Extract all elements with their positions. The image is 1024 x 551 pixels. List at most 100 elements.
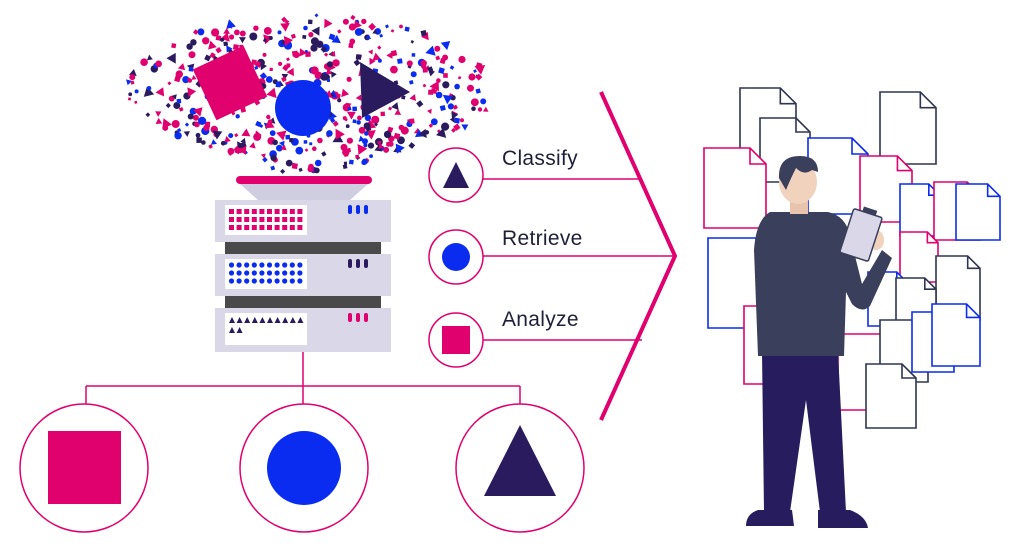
indicator-square — [267, 225, 272, 230]
confetti-triangle — [280, 23, 290, 32]
confetti-square — [290, 33, 296, 39]
confetti-dot — [371, 115, 380, 124]
indicator-square — [282, 217, 288, 222]
confetti-square — [255, 120, 262, 128]
confetti-square — [177, 128, 182, 133]
indicator-square — [289, 225, 295, 230]
confetti-triangle — [155, 117, 163, 124]
confetti-square — [355, 154, 360, 159]
status-led — [348, 205, 352, 214]
indicator-square — [229, 217, 234, 222]
indicator-square — [251, 225, 257, 230]
indicator-square — [267, 209, 272, 214]
confetti-dot — [468, 73, 476, 81]
triangle-icon — [484, 425, 556, 496]
confetti-square — [174, 75, 181, 83]
confetti-square — [302, 34, 307, 40]
confetti-dot — [400, 126, 409, 135]
confetti-square — [452, 104, 458, 110]
confetti-square — [208, 144, 213, 149]
document-pile — [703, 87, 1001, 429]
confetti-dot — [270, 154, 277, 161]
confetti-triangle — [286, 67, 294, 77]
confetti-triangle — [191, 75, 197, 80]
confetti-dot — [345, 124, 350, 129]
confetti-triangle — [421, 31, 429, 41]
indicator-square — [282, 225, 288, 230]
confetti-dot — [239, 30, 246, 37]
confetti-square — [453, 123, 461, 131]
document-icon — [865, 363, 917, 429]
confetti-dot — [471, 106, 476, 111]
funnel — [240, 184, 368, 200]
document-icon — [931, 303, 981, 367]
confetti-square — [304, 148, 309, 152]
confetti-dot — [406, 60, 413, 67]
confetti-square — [215, 47, 222, 54]
step-retrieve — [428, 229, 675, 285]
confetti-triangle — [283, 35, 293, 47]
confetti-dot — [253, 25, 259, 31]
server-separator — [225, 296, 381, 308]
confetti-square — [347, 106, 352, 111]
indicator-dot — [266, 262, 273, 268]
confetti-dot — [211, 28, 220, 37]
confetti-square — [270, 165, 276, 171]
confetti-dot — [308, 31, 314, 38]
confetti-dot — [192, 114, 199, 121]
confetti-square — [473, 69, 477, 74]
indicator-dot — [259, 270, 265, 276]
confetti-dot — [228, 133, 234, 139]
hair — [778, 156, 818, 190]
confetti-triangle — [208, 40, 217, 50]
confetti-dot — [272, 139, 278, 146]
indicator-dot — [236, 262, 242, 268]
document-icon — [955, 183, 1001, 241]
confetti-square — [379, 33, 384, 38]
confetti-triangle — [449, 117, 455, 123]
server-stack — [215, 200, 391, 352]
confetti-dot — [266, 114, 271, 120]
confetti-square — [328, 33, 336, 41]
confetti-dot — [458, 55, 466, 64]
confetti-dot — [195, 132, 201, 138]
confetti-triangle — [394, 109, 402, 115]
confetti-triangle — [440, 40, 451, 51]
confetti-dot — [155, 60, 163, 68]
confetti-triangle — [372, 52, 381, 61]
confetti-dot — [354, 28, 363, 36]
confetti-square — [285, 134, 291, 140]
confetti-square — [259, 72, 268, 80]
confetti-dot — [146, 86, 152, 91]
circle-icon — [442, 243, 470, 271]
connector-tree — [85, 352, 521, 404]
indicator-dot — [274, 278, 280, 284]
confetti-square — [342, 164, 348, 169]
confetti-dot — [442, 81, 450, 89]
document-fold — [919, 92, 936, 109]
trousers — [762, 352, 846, 512]
confetti-dot — [399, 24, 403, 29]
confetti-square — [390, 50, 398, 57]
confetti-dot — [262, 52, 267, 57]
confetti-dot — [454, 83, 460, 90]
document-icon — [879, 91, 937, 165]
indicator-dot — [228, 262, 235, 268]
indicator-dot — [251, 278, 257, 284]
indicator-dot — [289, 278, 295, 284]
document-fold — [966, 256, 980, 270]
indicator-square — [297, 225, 303, 230]
confetti-dot — [480, 98, 487, 105]
indicator-square — [259, 209, 265, 214]
indicator-dot — [266, 270, 273, 276]
square-icon — [48, 431, 121, 504]
confetti-dot — [310, 66, 319, 75]
confetti-square — [352, 106, 358, 112]
large-square-icon — [192, 45, 268, 121]
confetti-triangle — [260, 153, 266, 159]
indicator-square — [244, 209, 250, 214]
confetti-triangle — [260, 62, 267, 71]
indicator-square — [251, 217, 257, 222]
indicator-dot — [244, 262, 250, 268]
confetti-square — [286, 63, 291, 68]
